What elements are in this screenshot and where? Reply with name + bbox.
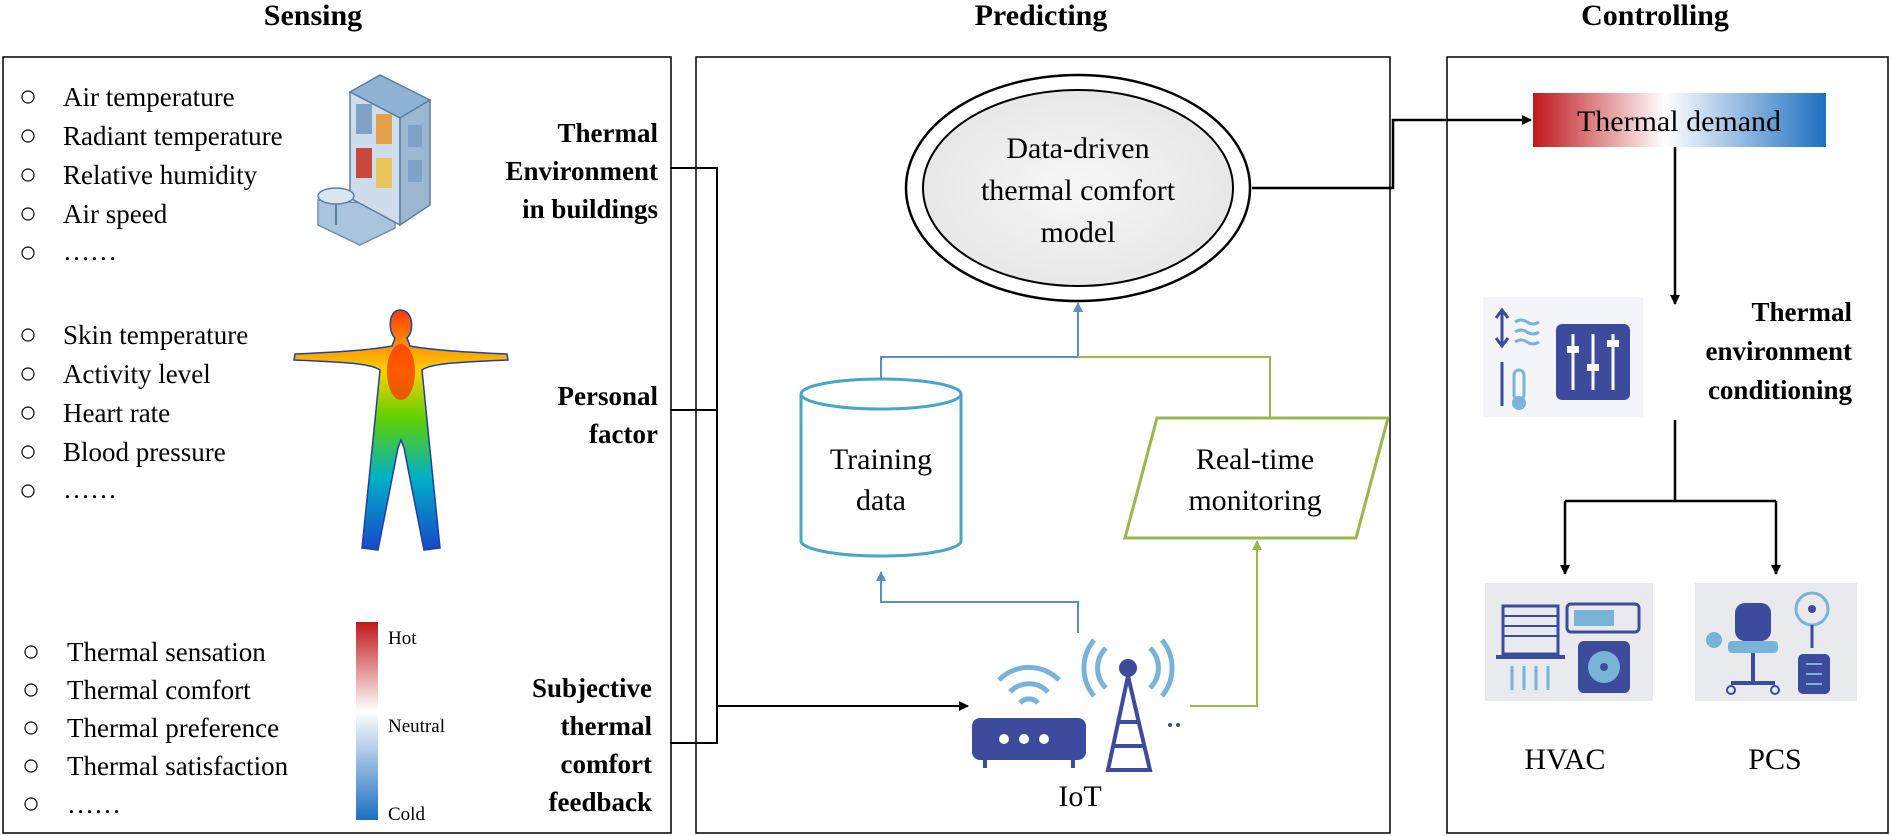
bullet-icon (21, 484, 35, 498)
header-sensing: Sensing (264, 0, 362, 32)
personal-label: Personal factor (558, 381, 659, 449)
header-predicting: Predicting (975, 0, 1108, 32)
bullet-icon (21, 445, 35, 459)
svg-text:environment: environment (1706, 336, 1853, 366)
scale-cold-label: Cold (388, 804, 425, 825)
monitoring-label: Real-time (1196, 443, 1314, 476)
router-icon (972, 664, 1086, 768)
pcs-icon (1695, 583, 1857, 701)
iot-label: IoT (1058, 780, 1101, 813)
personal-item: …… (63, 474, 117, 504)
bullet-icon (24, 721, 38, 735)
subjective-item: Thermal preference (67, 713, 279, 743)
env-item: Air temperature (63, 82, 235, 112)
thermal-demand-label: Thermal demand (1577, 105, 1781, 138)
model-label: model (1041, 216, 1116, 249)
model-label: thermal comfort (981, 174, 1176, 207)
env-item: Radiant temperature (63, 121, 283, 151)
svg-text:conditioning: conditioning (1708, 375, 1853, 405)
conditioning-icon (1483, 297, 1643, 417)
sensing-connector (670, 167, 969, 744)
subjective-item: Thermal sensation (67, 637, 266, 667)
environment-list: Air temperature Radiant temperature Rela… (21, 82, 283, 266)
svg-text:in buildings: in buildings (522, 194, 658, 224)
thermal-demand-box (1533, 93, 1826, 147)
subjective-item: Thermal satisfaction (67, 751, 289, 781)
hvac-label: HVAC (1524, 743, 1605, 776)
model-node: Data-driven thermal comfort model (904, 73, 1252, 303)
svg-text:Subjective: Subjective (532, 673, 652, 703)
subjective-label: Subjective thermal comfort feedback (532, 673, 652, 817)
bullet-icon (24, 759, 38, 773)
header-controlling: Controlling (1581, 0, 1729, 32)
predicting-panel (695, 56, 1391, 834)
svg-text:Thermal: Thermal (558, 118, 659, 148)
personal-item: Activity level (63, 359, 211, 389)
model-label: Data-driven (1006, 132, 1149, 165)
conditioning-label: Thermal environment conditioning (1706, 297, 1853, 405)
personal-list: Skin temperature Activity level Heart ra… (21, 320, 248, 504)
env-item: …… (63, 236, 117, 266)
bullet-icon (21, 129, 35, 143)
bullet-icon (24, 797, 38, 811)
svg-text:feedback: feedback (549, 787, 653, 817)
personal-item: Skin temperature (63, 320, 248, 350)
training-label: data (856, 484, 906, 517)
svg-text:thermal: thermal (561, 711, 653, 741)
monitoring-node (1123, 416, 1390, 540)
monitoring-label: monitoring (1188, 484, 1321, 517)
svg-text:Personal: Personal (558, 381, 659, 411)
bullet-icon (21, 246, 35, 260)
bullet-icon (24, 683, 38, 697)
scale-hot-label: Hot (388, 628, 417, 649)
training-flow (876, 302, 1271, 707)
personal-item: Blood pressure (63, 437, 226, 467)
cell-tower-icon (1081, 638, 1180, 772)
svg-text:comfort: comfort (561, 749, 652, 779)
bullet-icon (21, 406, 35, 420)
subjective-list: Thermal sensation Thermal comfort Therma… (24, 637, 289, 819)
model-to-demand-arrow (1252, 115, 1532, 190)
hvac-icon (1485, 583, 1653, 701)
training-label: Training (830, 443, 932, 476)
conditioning-branch (1560, 420, 1781, 575)
pcs-label: PCS (1748, 743, 1801, 776)
svg-text:Thermal: Thermal (1752, 297, 1853, 327)
svg-text:Environment: Environment (505, 156, 658, 186)
bullet-icon (21, 328, 35, 342)
controlling-panel (1446, 56, 1889, 834)
scale-neutral-label: Neutral (388, 716, 445, 737)
building-icon (317, 74, 432, 246)
thermal-scale-bar (356, 622, 378, 820)
bullet-icon (21, 168, 35, 182)
personal-item: Heart rate (63, 398, 170, 428)
environment-label: Thermal Environment in buildings (505, 118, 658, 224)
bullet-icon (21, 90, 35, 104)
thermal-scale: Hot Neutral Cold (356, 622, 445, 825)
bullet-icon (21, 367, 35, 381)
svg-text:factor: factor (589, 419, 658, 449)
env-item: Air speed (63, 199, 168, 229)
sensing-panel (2, 56, 672, 834)
bullet-icon (24, 645, 38, 659)
thermal-body-icon (293, 309, 509, 551)
subjective-item: Thermal comfort (67, 675, 251, 705)
bullet-icon (21, 207, 35, 221)
env-item: Relative humidity (63, 160, 258, 190)
subjective-item: …… (67, 789, 121, 819)
